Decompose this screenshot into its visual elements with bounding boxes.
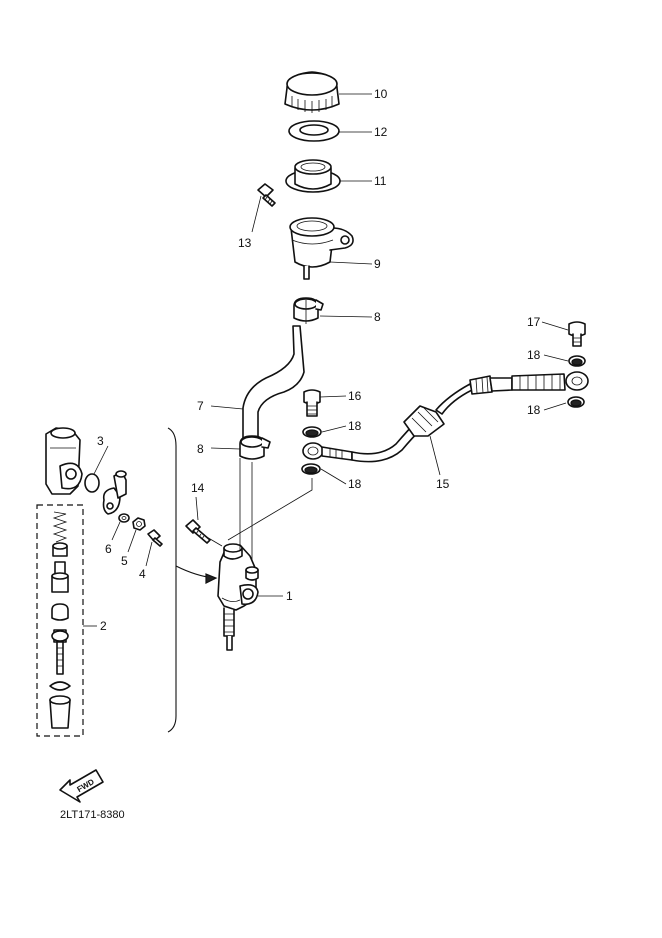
callout-1: 1 — [286, 589, 293, 603]
callout-15: 15 — [436, 477, 450, 491]
copper-washer-right-lower — [567, 396, 585, 408]
callout-2: 2 — [100, 619, 107, 633]
copper-washer-right-upper — [568, 355, 586, 367]
o-ring — [84, 473, 100, 493]
callout-12: 12 — [374, 125, 388, 139]
nut-small — [132, 517, 146, 531]
hose-clamp-upper — [293, 297, 324, 322]
master-cylinder-kit — [36, 504, 84, 737]
reservoir-cap — [284, 71, 340, 113]
fwd-arrow-icon: FWD — [59, 769, 104, 803]
washer-small — [118, 513, 130, 523]
callout-14: 14 — [191, 481, 205, 495]
callout-8-lower: 8 — [197, 442, 204, 456]
callout-8-upper: 8 — [374, 310, 381, 324]
reservoir-diaphragm — [285, 159, 341, 193]
assembly-bracket — [167, 427, 218, 733]
connection-lines — [204, 300, 313, 560]
callout-13: 13 — [238, 236, 252, 250]
reservoir-tank — [289, 217, 354, 280]
hose-clamp-lower — [239, 435, 271, 460]
reservoir-hose — [242, 325, 305, 441]
copper-washer-left-lower — [301, 463, 321, 475]
mounting-bolt — [185, 519, 211, 544]
copper-washer-left-upper — [302, 426, 322, 438]
screw-small — [147, 529, 163, 547]
callout-16: 16 — [348, 389, 362, 403]
callout-11: 11 — [374, 174, 387, 188]
callout-17: 17 — [527, 315, 541, 329]
callout-4: 4 — [139, 567, 146, 581]
callout-18-left-upper: 18 — [348, 419, 362, 433]
cylinder-body-spare — [45, 427, 83, 495]
callout-10: 10 — [374, 87, 388, 101]
reservoir-seal-ring — [288, 120, 340, 142]
callout-3: 3 — [97, 434, 104, 448]
union-bolt-right — [568, 321, 586, 347]
hose-joint — [102, 470, 127, 515]
drawing-code: 2LT171-8380 — [60, 809, 125, 821]
callout-18-left-lower: 18 — [348, 477, 362, 491]
callout-18-right-upper: 18 — [527, 348, 541, 362]
callout-5: 5 — [121, 554, 128, 568]
brake-hose — [302, 371, 589, 463]
leader-lines — [83, 93, 569, 627]
callout-6: 6 — [105, 542, 112, 556]
callout-18-right-lower: 18 — [527, 403, 541, 417]
reservoir-bolt — [257, 183, 276, 207]
callout-9: 9 — [374, 257, 381, 271]
callout-numbers: 10 12 11 13 9 8 7 8 16 18 18 15 17 18 18… — [97, 87, 541, 633]
master-cylinder — [217, 543, 259, 651]
callout-7: 7 — [197, 399, 204, 413]
union-bolt — [303, 389, 321, 417]
